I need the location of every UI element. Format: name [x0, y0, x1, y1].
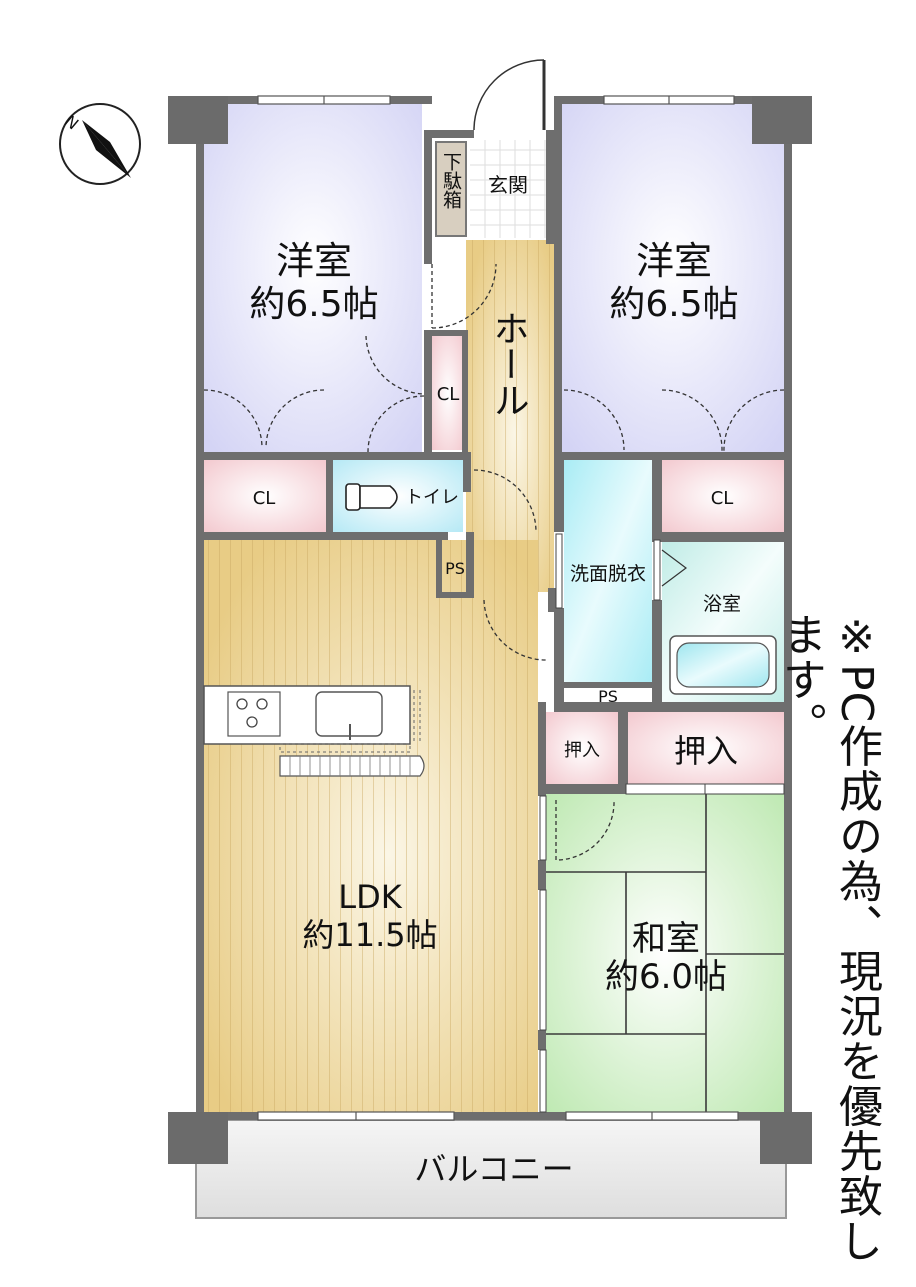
japanese-size: 約6.0帖 [605, 957, 727, 997]
doors [203, 59, 785, 861]
ldk-name: LDK [338, 878, 402, 916]
closet-small-label: CL [437, 384, 460, 405]
corner-posts [168, 96, 812, 1164]
bathroom-label: 浴室 [703, 593, 741, 615]
balcony-label: バルコニー [414, 1150, 573, 1188]
western-left-name: 洋室 [276, 239, 352, 283]
western-right-size: 約6.5帖 [609, 284, 738, 325]
ldk-stripes [204, 540, 538, 1112]
room-western-left [204, 104, 422, 456]
balcony-area [195, 1119, 787, 1219]
room-oshiire-small [546, 712, 618, 784]
ps-upper-label: PS [445, 559, 465, 578]
closet-right-label: CL [711, 488, 734, 509]
bathtub-basin [676, 642, 770, 688]
hall-label: ホール [488, 310, 529, 418]
compass-north-icon [59, 103, 141, 185]
disclaimer-note: ※PC作成の為、現況を優先致します。 [775, 612, 882, 1264]
washroom-label: 洗面脱衣 [570, 563, 646, 585]
entrance-label: 玄関 [488, 173, 528, 197]
room-western-right [562, 104, 784, 456]
stove-icon [227, 691, 281, 737]
room-closet-small [432, 336, 464, 450]
western-left-size: 約6.5帖 [249, 284, 378, 325]
western-right-name: 洋室 [636, 239, 712, 283]
shoe-box [435, 141, 467, 237]
room-japanese [546, 794, 784, 1112]
oshiire-small-label: 押入 [564, 740, 600, 761]
closet-left-label: CL [253, 488, 276, 509]
shoe-box-label: 下駄箱 [440, 152, 462, 209]
oshiire-large-label: 押入 [674, 732, 738, 770]
sliding-doors [539, 533, 785, 1113]
japanese-name: 和室 [632, 919, 700, 959]
room-washroom [564, 460, 652, 682]
hall-stripes [466, 240, 554, 592]
ps-lower-label: PS [598, 687, 618, 706]
kitchen-counter [203, 685, 425, 777]
toilet-label: トイレ [405, 487, 459, 508]
room-ps-lower [564, 686, 652, 704]
entrance-tiles [470, 140, 552, 238]
toilet-icon [345, 483, 398, 511]
room-closet-right [662, 460, 784, 532]
ldk-size: 約11.5帖 [302, 916, 437, 954]
room-closet-left [204, 460, 326, 532]
windows [257, 95, 739, 1121]
room-oshiire-large [628, 712, 784, 784]
tatami-lines [546, 794, 784, 1112]
